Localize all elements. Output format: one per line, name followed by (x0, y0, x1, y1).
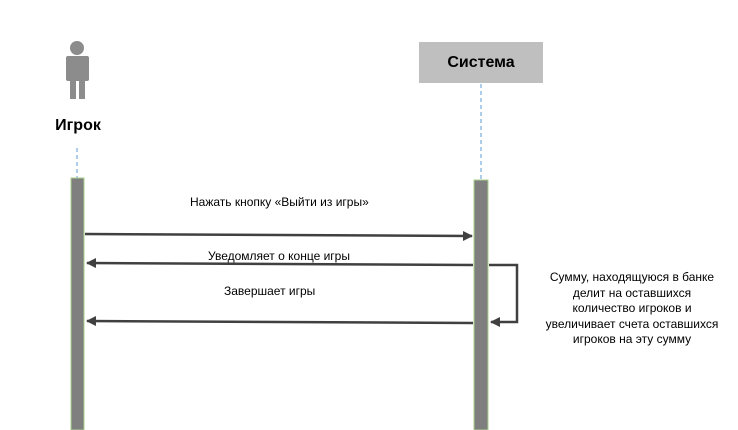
actor-activation-bar (70, 177, 85, 430)
self-message-line: делит на оставшихся (572, 285, 692, 300)
self-message-note: Сумму, находящуюся в банке делит на оста… (530, 270, 734, 348)
message-arrow-notify (86, 258, 474, 269)
message-arrow-exit (84, 230, 473, 241)
self-message-line: игроков на эту сумму (572, 332, 692, 346)
actor-name: Игрок (55, 117, 101, 134)
actor-person-icon (66, 41, 89, 99)
self-message-line: увеличивает счета оставшихся (545, 316, 719, 331)
system-activation-bar (473, 179, 489, 430)
self-message-arrow (489, 263, 519, 327)
message-label-exit: Нажать кнопку «Выйти из игры» (190, 195, 369, 209)
message-arrow-finish (86, 316, 474, 327)
system-box: Система (419, 42, 543, 83)
message-label-notify: Уведомляет о конце игры (208, 249, 350, 263)
message-label-finish: Завершает игры (224, 284, 316, 298)
self-message-line: количество игроков и (572, 301, 692, 315)
self-message-line: Сумму, находящуюся в банке (549, 270, 715, 284)
system-name: Система (447, 53, 515, 71)
